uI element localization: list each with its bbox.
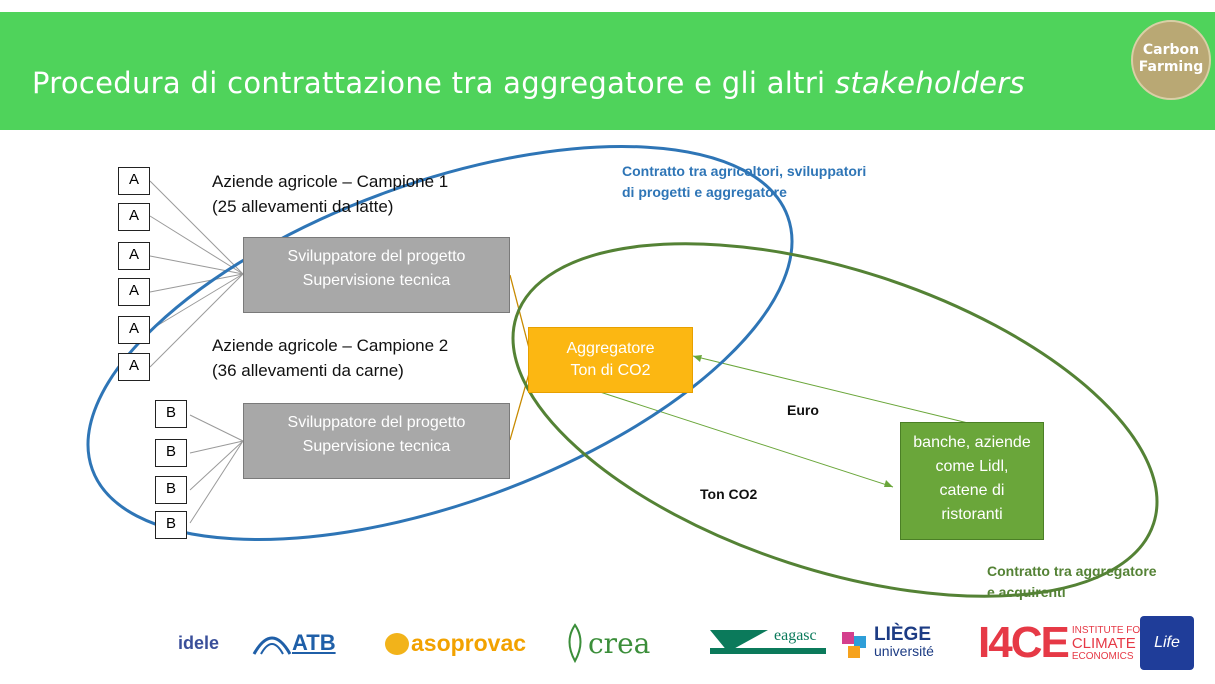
project-developer-box: Sviluppatore del progetto Supervisione t…	[243, 237, 510, 313]
group1-label-line1: Aziende agricole – Campione 1	[212, 172, 449, 191]
developer-line1: Sviluppatore del progetto	[287, 248, 466, 265]
farm-box-a: A	[118, 203, 150, 231]
developer-line2: Supervisione tecnica	[302, 438, 451, 455]
blue-contract-line2: di progetti e aggregatore	[622, 184, 787, 200]
teagasc-mark: eagasc	[710, 627, 826, 654]
farm-box-a: A	[118, 242, 150, 270]
crea-logo: crea	[562, 613, 702, 673]
green-contract-line2: e acquirenti	[987, 584, 1066, 600]
farm-box-a: A	[118, 278, 150, 306]
tonco2-arrow	[599, 391, 894, 488]
blue-contract-label: Contratto tra agricoltori, sviluppatori …	[622, 161, 866, 203]
green-contract-line1: Contratto tra aggregatore	[987, 563, 1157, 579]
buyers-box: banche, aziende come Lidl, catene di ris…	[900, 422, 1044, 540]
developer-line1: Sviluppatore del progetto	[287, 414, 466, 431]
blue-contract-line1: Contratto tra agricoltori, sviluppatori	[622, 163, 867, 179]
euro-arrow	[692, 355, 969, 424]
atb-arc-icon	[252, 636, 292, 655]
aggregator-line1: Aggregatore	[566, 340, 655, 357]
farm-box-a: A	[118, 316, 150, 344]
group2-label-line2: (36 allevamenti da carne)	[212, 361, 404, 380]
group1-label-line2: (25 allevamenti da latte)	[212, 197, 394, 216]
atb-logo: ATB	[252, 613, 367, 673]
header-band	[0, 12, 1215, 130]
aggregator-box: Aggregatore Ton di CO2	[528, 327, 693, 393]
euro-label: Euro	[787, 402, 819, 418]
farm-box-b: B	[155, 400, 187, 428]
developer-line2: Supervisione tecnica	[302, 272, 451, 289]
buyers-line3: catene di	[939, 482, 1005, 499]
life-logo: Life	[1140, 613, 1196, 673]
group2-label-line1: Aziende agricole – Campione 2	[212, 336, 449, 355]
liege-logo: LIÈGE université	[840, 613, 965, 673]
developer-to-aggregator	[509, 274, 531, 441]
green-contract-label: Contratto tra aggregatore e acquirenti	[987, 561, 1157, 603]
title-italic: stakeholders	[834, 66, 1025, 100]
blue-contract-ellipse	[86, 144, 794, 542]
page-title: Procedura di contrattazione tra aggregat…	[32, 66, 1025, 100]
aggregator-line2: Ton di CO2	[570, 362, 651, 379]
farm-box-a: A	[118, 167, 150, 195]
project-developer-box: Sviluppatore del progetto Supervisione t…	[243, 403, 510, 479]
title-text: Procedura di contrattazione tra aggregat…	[32, 66, 826, 100]
buyers-line1: banche, aziende	[913, 434, 1031, 451]
teagasc-logo: eagasc	[708, 613, 828, 673]
leaf-icon	[568, 623, 582, 663]
cow-icon	[385, 633, 409, 655]
liege-squares	[842, 632, 866, 658]
buyers-line2: come Lidl,	[935, 458, 1009, 475]
green-contract-ellipse	[511, 242, 1159, 598]
buyers-line4: ristoranti	[941, 506, 1003, 523]
farm-box-b: B	[155, 511, 187, 539]
farm-box-b: B	[155, 476, 187, 504]
farm-box-a: A	[118, 353, 150, 381]
i4ce-logo: I4CE INSTITUTE FOR CLIMATE ECONOMICS	[978, 618, 1148, 667]
partner-logos: idele ATB asoprovac crea eagasc LIÈGE un…	[160, 613, 1200, 673]
asoprovac-logo: asoprovac	[383, 613, 548, 673]
ton-co2-label: Ton CO2	[700, 486, 758, 502]
svg-text:eagasc: eagasc	[774, 627, 817, 644]
idele-logo: idele	[178, 632, 220, 653]
farm-connectors	[149, 180, 244, 524]
farm-box-b: B	[155, 439, 187, 467]
badge-line2: Farming	[1138, 59, 1204, 75]
badge-line1: Carbon	[1142, 42, 1200, 58]
